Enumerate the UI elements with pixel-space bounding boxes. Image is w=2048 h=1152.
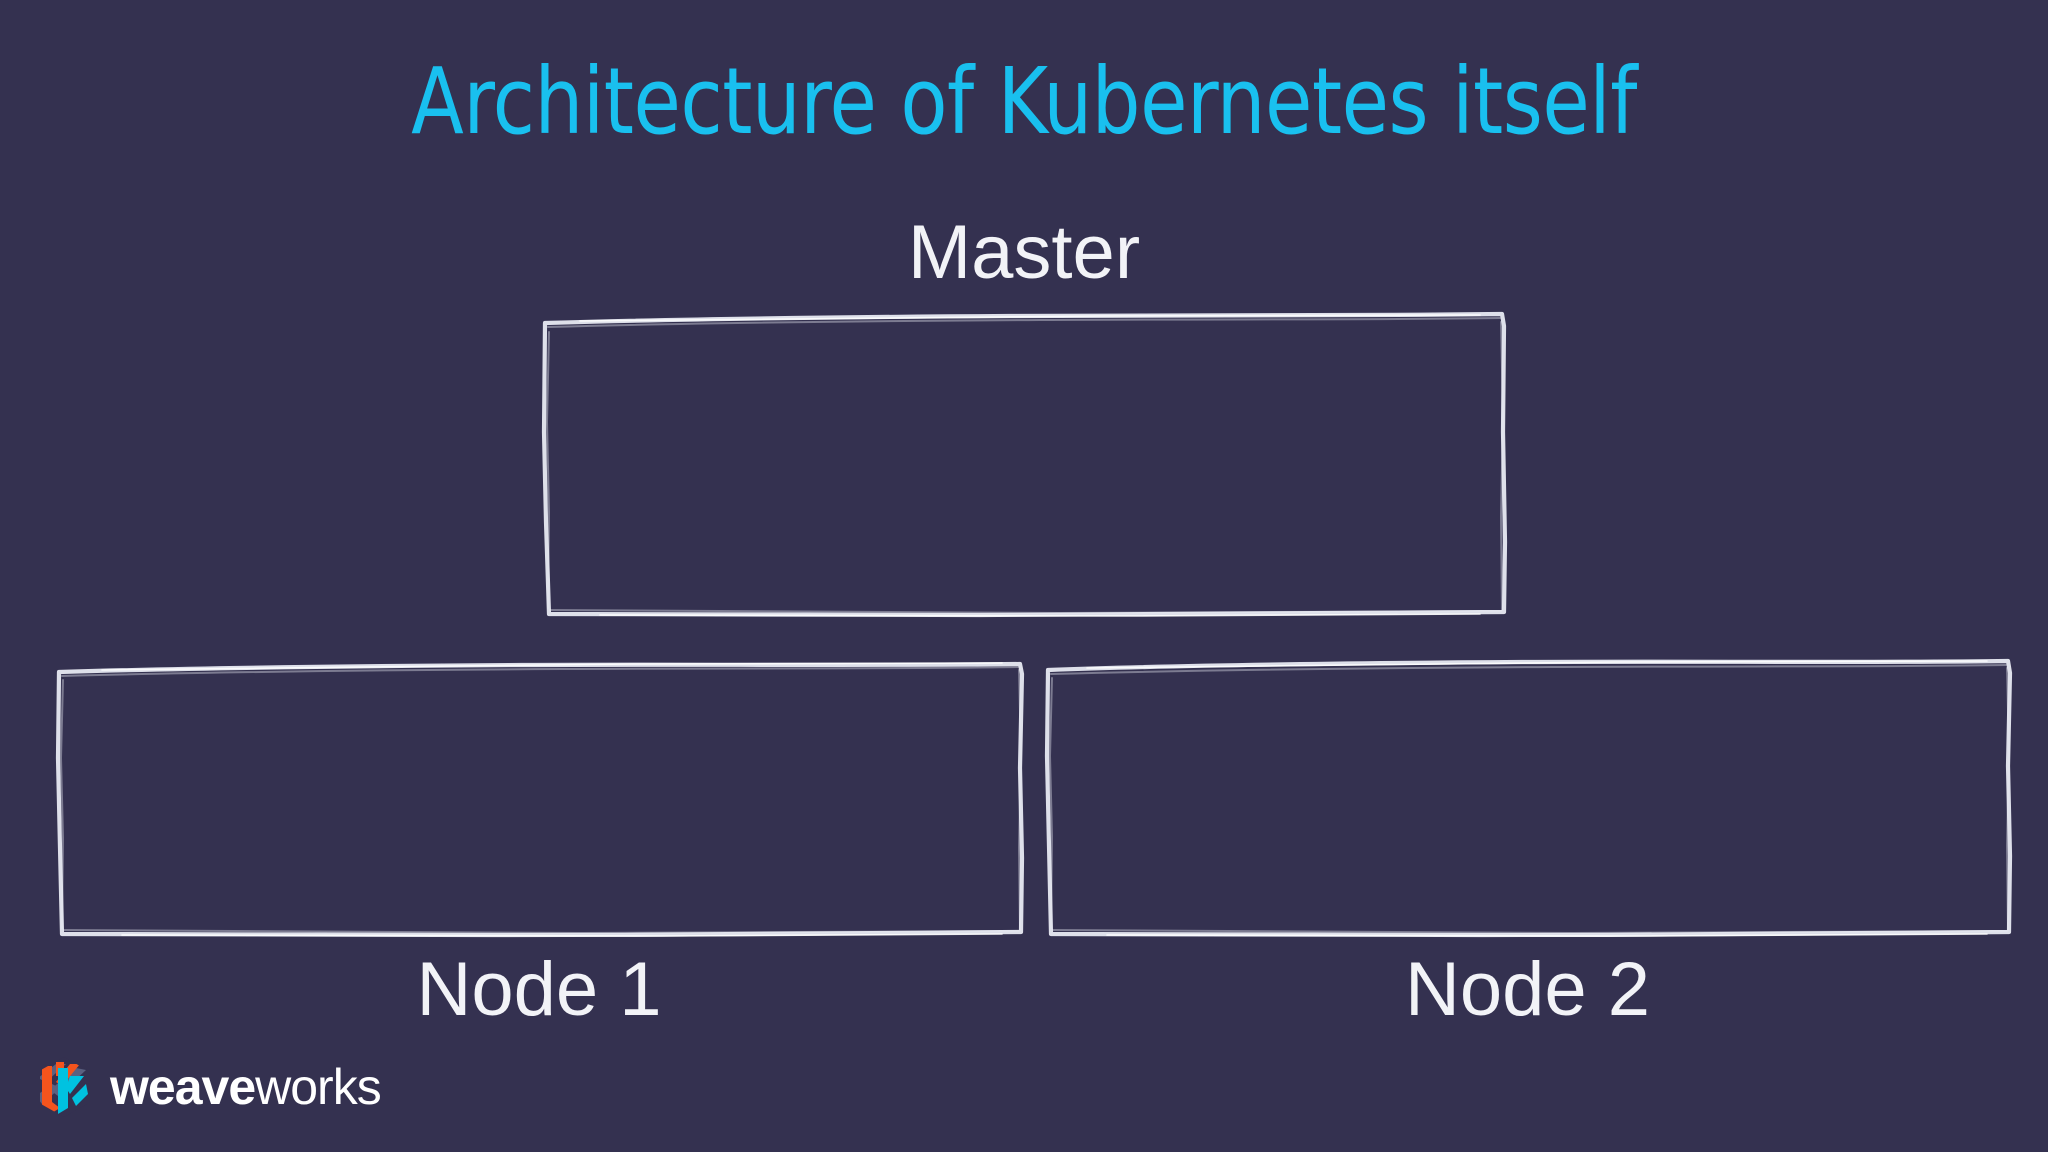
weaveworks-mark-icon xyxy=(40,1057,88,1117)
node2-box xyxy=(1042,658,2014,940)
page-title: Architecture of Kubernetes itself xyxy=(411,48,1637,155)
node2-label: Node 2 xyxy=(1404,947,1651,1032)
master-label: Master xyxy=(907,210,1141,295)
node1-label: Node 1 xyxy=(416,947,662,1032)
master-box xyxy=(540,311,1508,620)
brand-name-bold: weave xyxy=(110,1059,256,1115)
master-box-outline xyxy=(541,311,1508,618)
brand-name-light: works xyxy=(255,1059,382,1115)
node2-box-outline xyxy=(1044,658,2013,938)
node1-box xyxy=(52,658,1026,940)
node1-box-outline xyxy=(55,661,1025,938)
